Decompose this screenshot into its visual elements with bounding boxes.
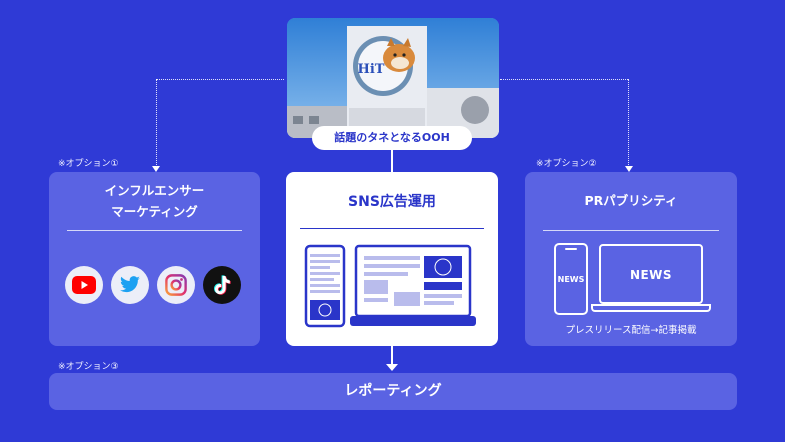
influencer-divider <box>67 230 242 231</box>
instagram-icon <box>157 266 195 304</box>
pr-phone: NEWS <box>554 243 588 315</box>
ooh-label-pill <box>312 126 472 150</box>
option-2-label: ※オプション② <box>536 159 597 169</box>
pr-phone-news: NEWS <box>557 275 585 284</box>
ooh-building-illustration <box>287 18 499 138</box>
influencer-title-line2: マーケティング <box>111 204 198 219</box>
pr-laptop-base <box>591 304 711 312</box>
ooh-photo: HiT <box>287 18 499 138</box>
connector-right-arrow <box>625 166 633 172</box>
influencer-title-line1: インフルエンサー <box>104 183 205 198</box>
twitter-icon <box>111 266 149 304</box>
connector-left-v <box>156 79 157 165</box>
pr-caption: プレスリリース配信→記事掲載 <box>565 325 697 336</box>
ooh-label: 話題のタネとなるOOH <box>334 131 450 144</box>
pr-title: PRパブリシティ <box>584 193 678 208</box>
sns-title: SNS広告運用 <box>348 194 436 210</box>
pr-laptop-news: NEWS <box>629 268 673 282</box>
pr-card: PRパブリシティ NEWS NEWS プレスリリース配信→記事掲載 <box>525 172 737 346</box>
connector-left-arrow <box>152 166 160 172</box>
connector-sns-reporting-arrow <box>386 364 398 371</box>
billboard-logo: HiT <box>357 62 385 77</box>
pr-laptop-screen: NEWS <box>599 244 703 304</box>
sns-card: SNS広告運用 <box>286 172 498 346</box>
youtube-icon <box>65 266 103 304</box>
connector-right-v <box>628 79 629 165</box>
connector-sns-reporting <box>391 346 393 366</box>
influencer-card: インフルエンサー マーケティング <box>49 172 260 346</box>
sns-devices-illustration <box>304 244 476 328</box>
tiktok-icon <box>203 266 241 304</box>
option-1-label: ※オプション① <box>58 159 119 169</box>
option-3-label: ※オプション③ <box>58 362 119 372</box>
pr-divider <box>543 230 719 231</box>
connector-ooh-sns <box>391 150 393 172</box>
reporting-bar: レポーティング <box>49 373 737 410</box>
connector-right-h <box>500 79 628 80</box>
pr-phone-notch <box>565 248 577 250</box>
reporting-label: レポーティング <box>344 383 442 399</box>
connector-left-h <box>156 79 284 80</box>
sns-divider <box>300 228 484 229</box>
